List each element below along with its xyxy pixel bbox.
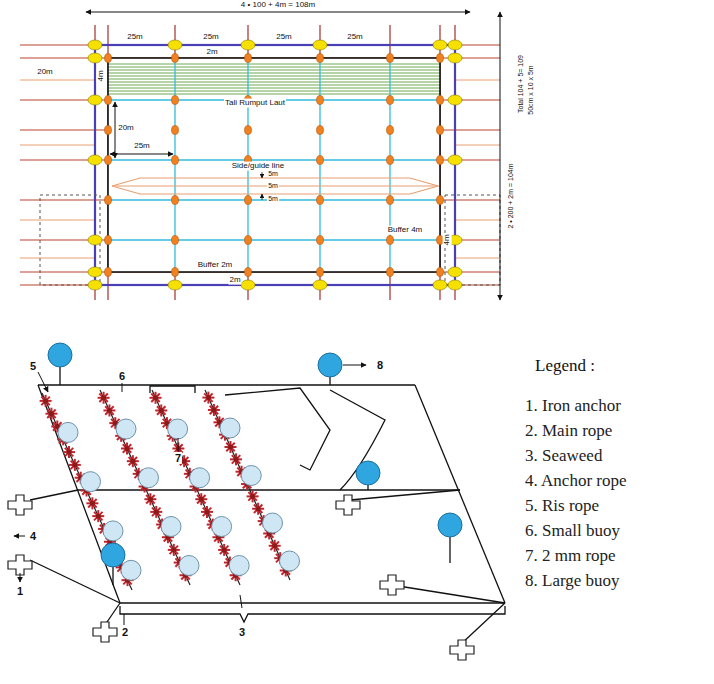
dimension: 20m (117, 124, 135, 133)
dimension: 2m (205, 48, 218, 57)
dimension: 25m (133, 142, 151, 151)
area-label: Buffer 2m (197, 261, 234, 270)
callout-number: 3 (239, 626, 245, 638)
dimension: 4m (97, 69, 106, 82)
callout-number: 1 (17, 585, 23, 597)
callout-number: 8 (377, 359, 383, 371)
legend-entry: 6. Small buoy (525, 521, 620, 541)
callout-number: 2 (122, 626, 128, 638)
line-label: Side/guide line (231, 162, 285, 171)
longline-illustration (8, 343, 505, 660)
legend-title: Legend : (535, 357, 595, 376)
callout-number: 4 (30, 530, 36, 542)
dimension: 25m (202, 33, 220, 42)
legend-entry: 1. Iron anchor (525, 396, 621, 416)
dimension: Total 104 + 5= 109 (517, 54, 525, 114)
area-label: Tali Rumput Laut (224, 99, 286, 108)
dimension: 20m (36, 68, 54, 77)
dimension: 4m (443, 233, 452, 246)
dimension: 25m (275, 33, 293, 42)
legend-entry: 5. Ris rope (525, 496, 599, 516)
dimension: 5m (268, 170, 278, 178)
dimension: 4 • 100 + 4m = 108m (240, 1, 316, 10)
legend-entry: 7. 2 mm rope (525, 546, 616, 566)
dimension: 50cm x 10 x 5m (527, 64, 535, 115)
dimension: 2 • 200 + 2m = 104m (507, 162, 515, 229)
legend-entry: 4. Anchor rope (525, 471, 627, 491)
legend-entry: 8. Large buoy (525, 571, 620, 591)
callout-number: 5 (30, 360, 36, 372)
legend-entry: 3. Seaweed (525, 446, 602, 466)
dimension: 25m (126, 33, 144, 42)
callout-number: 6 (119, 370, 125, 382)
area-label: Buffer 4m (387, 226, 424, 235)
legend-entry: 2. Main rope (525, 421, 612, 441)
dimension: 5m (267, 195, 279, 203)
plan-grid (20, 12, 500, 300)
dimension: 5m (267, 182, 279, 190)
callout-number: 7 (174, 452, 182, 464)
dimension: 2m (228, 276, 241, 285)
dimension: 25m (346, 33, 364, 42)
